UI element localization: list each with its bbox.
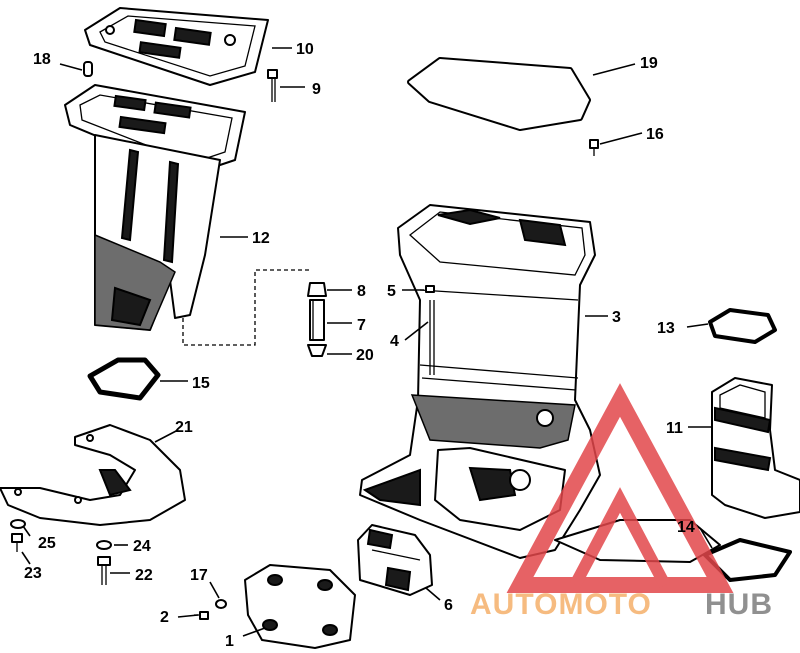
screw-part-16: [589, 139, 599, 156]
callout-19: 19: [640, 55, 658, 72]
callout-9: 9: [312, 81, 321, 98]
callout-10: 10: [296, 41, 314, 58]
callout-21: 21: [175, 419, 193, 436]
watermark-logo: AUTOMOTO HUB: [470, 383, 773, 621]
seal-part-13: [708, 308, 777, 344]
callout-23: 23: [24, 565, 42, 582]
callout-18: 18: [33, 51, 51, 68]
callout-8: 8: [357, 283, 366, 300]
callout-16: 16: [646, 126, 664, 143]
callout-7: 7: [357, 317, 366, 334]
callout-1: 1: [225, 633, 234, 650]
seal-part-19: [407, 57, 591, 131]
callout-5: 5: [387, 283, 396, 300]
fasteners-group: [10, 519, 112, 585]
pin-part-18: [83, 61, 93, 77]
callout-24: 24: [133, 538, 151, 555]
nut-part-5: [425, 285, 435, 293]
callout-12: 12: [252, 230, 270, 247]
tube-assembly-part: [307, 282, 327, 357]
callout-15: 15: [192, 375, 210, 392]
bolt-part-9: [267, 69, 278, 102]
leader-lines: [21, 47, 713, 637]
callout-17: 17: [190, 567, 208, 584]
callout-25: 25: [38, 535, 56, 552]
callout-22: 22: [135, 567, 153, 584]
callout-labels: 10 9 18 19 16 12 8 5 3 7 13 4 20 15 11 2…: [24, 41, 695, 650]
gasket-part-14: [703, 538, 792, 582]
damper-block-part: [357, 524, 433, 596]
seal-part-15: [87, 357, 161, 401]
callout-14: 14: [677, 519, 695, 536]
callout-2: 2: [160, 609, 169, 626]
adapter-housing-part: [64, 84, 312, 346]
callout-20: 20: [356, 347, 374, 364]
watermark-text-hub: HUB: [705, 588, 773, 621]
callout-6: 6: [444, 597, 453, 614]
washer-screw-group: [194, 599, 227, 620]
callout-3: 3: [612, 309, 621, 326]
exhaust-housing-part: [359, 204, 721, 563]
gasket-plate-part: [84, 7, 269, 86]
watermark-text-auto: AUTOMOTO: [470, 588, 652, 621]
callout-11: 11: [666, 420, 683, 437]
plate-part-21: [0, 424, 186, 526]
cover-part-1: [244, 564, 356, 649]
boot-part-11: [711, 377, 800, 519]
callout-4: 4: [390, 333, 399, 350]
callout-13: 13: [657, 320, 675, 337]
